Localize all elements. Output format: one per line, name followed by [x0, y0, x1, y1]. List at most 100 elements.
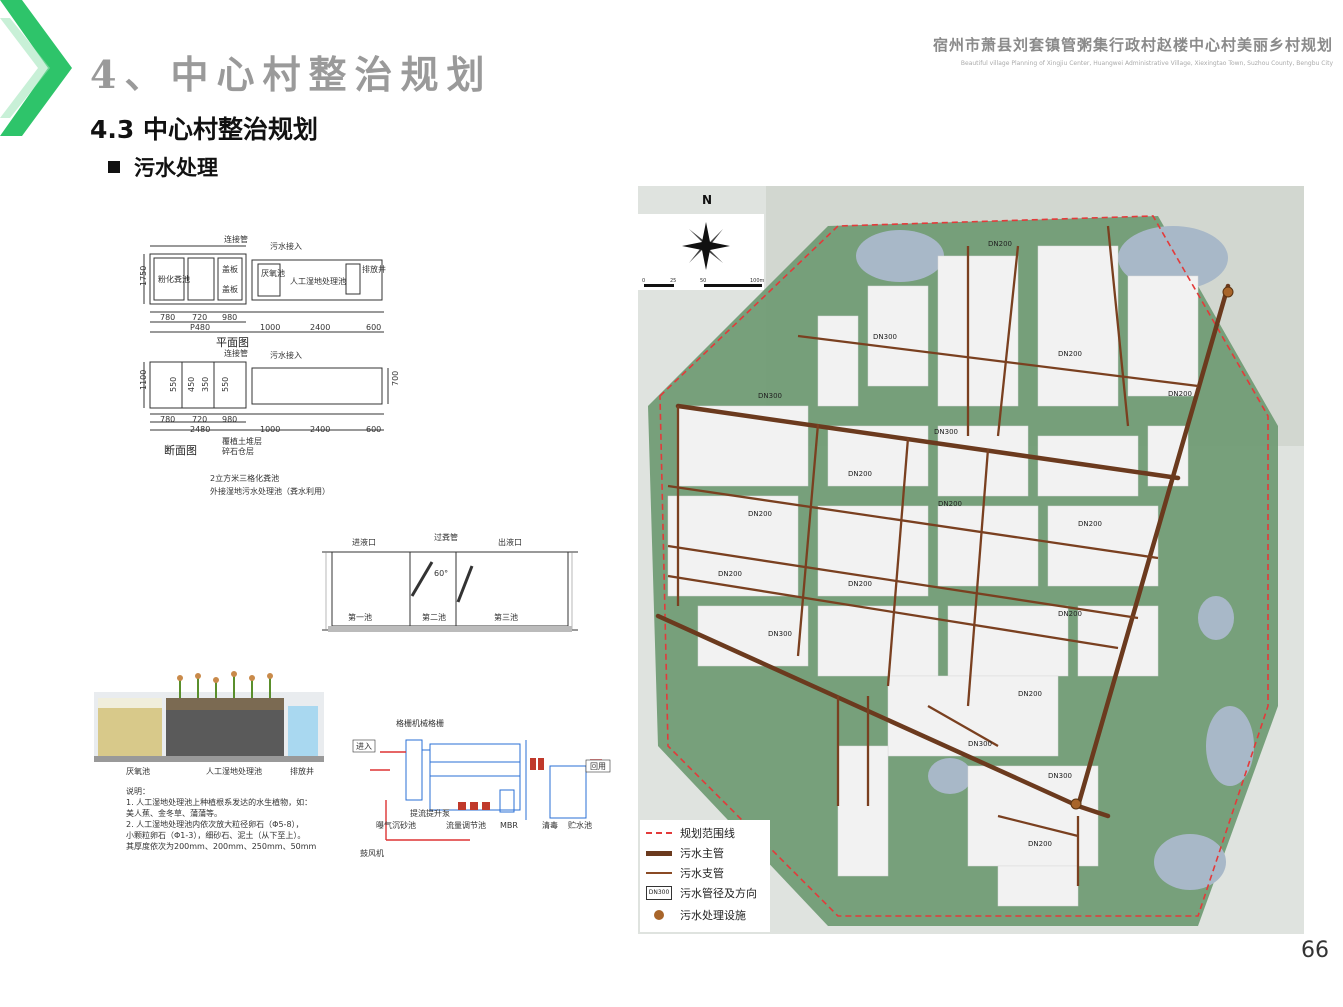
pipe-label: DN200: [748, 510, 772, 518]
section-dim-3: 980: [222, 415, 237, 424]
legend-label: 污水处理设施: [680, 909, 746, 922]
section-title: 4.3 中心村整治规划: [90, 115, 318, 144]
section-dim-1: 780: [160, 415, 175, 424]
sewage-branch-pipes: [667, 225, 1199, 886]
map-buildings: [667, 245, 1199, 907]
plan-label-wetland: 人工湿地处理池: [290, 276, 346, 286]
tank-label-angle: 60°: [434, 569, 448, 578]
chevron-logo-icon: [0, 0, 72, 136]
thin-brown-line-icon: [646, 872, 672, 874]
scale-label: 50: [700, 278, 706, 284]
section-inner-dim-3: 350: [201, 377, 210, 392]
wetland-label-pond: 人工湿地处理池: [206, 766, 262, 776]
scale-label: 100m: [750, 278, 765, 284]
section-inner-dim-4: 550: [221, 377, 230, 392]
tank-chamber-1: 第一池: [348, 612, 372, 622]
plan-dim-5: 2400: [310, 323, 330, 332]
map-scale-bar: 0 25 50 100m: [642, 278, 765, 287]
pipe-label: DN200: [1018, 690, 1042, 698]
flow-label-equal: 流量调节池: [446, 820, 486, 830]
facility-dot-icon: [654, 910, 664, 920]
note-soil: 覆植土堆层: [222, 436, 262, 446]
pipe-label: DN200: [718, 570, 742, 578]
section-dim-left: 1100: [139, 370, 148, 390]
section-inner-dim-2: 450: [187, 377, 196, 392]
legend-label: 污水支管: [680, 867, 724, 880]
plan-dim-6: 600: [366, 323, 381, 332]
project-title: 宿州市萧县刘套镇管粥集行政村赵楼中心村美丽乡村规划: [932, 36, 1333, 54]
pipe-label: DN200: [938, 500, 962, 508]
sub-title-text: 污水处理: [134, 156, 218, 180]
flow-label-pump: 提流提升泵: [410, 808, 450, 818]
tank-chamber-2: 第二池: [422, 612, 446, 622]
process-flow-diagram: 进入 回用 格栅机械格栅 提流提升泵 曝气沉砂池 流量调节池 MBR 清毒 贮水…: [350, 710, 612, 858]
drawing-caption-2: 外接湿地污水处理池（粪水利用）: [210, 486, 330, 496]
pipe-label: DN200: [1028, 840, 1052, 848]
plan-label-connect: 连接管: [224, 234, 248, 244]
flow-label-grit: 曝气沉砂池: [376, 820, 416, 830]
sewage-main-pipes: [655, 283, 1231, 819]
section-label-connect: 连接管: [224, 348, 248, 358]
section-inner-dim-1: 550: [169, 377, 178, 392]
flow-label-blower: 鼓风机: [360, 848, 384, 858]
page-number: 66: [1301, 938, 1329, 963]
wetland-note-line: 小颗粒卵石（Φ1-3），细砂石、泥土（从下至上）。: [126, 831, 306, 840]
map-water: [856, 226, 1254, 890]
plan-dim-left: 1750: [139, 266, 148, 286]
note-stone: 碎石仓层: [222, 446, 254, 456]
plan-boundary: [659, 215, 1269, 917]
plan-dim-2: 720: [192, 313, 207, 322]
plan-label-cover2: 盖板: [222, 284, 238, 294]
plan-caption: 平面图: [216, 336, 249, 349]
plan-dim-1: 780: [160, 313, 175, 322]
flow-label-in: 进入: [356, 742, 372, 751]
plan-label-tank: 粉化粪池: [158, 274, 190, 284]
pipe-label: DN300: [768, 630, 792, 638]
project-title-english: Beautiful village Planning of Xingjiu Ce…: [960, 60, 1333, 67]
plan-label-anaerobic: 厌氧池: [261, 268, 285, 278]
plan-label-inflow: 污水接入: [270, 241, 302, 251]
flow-label-mbr: MBR: [500, 821, 518, 830]
pipe-label: DN200: [1168, 390, 1192, 398]
section-dim-4: 1000: [260, 425, 280, 434]
section-dim-right: 700: [391, 371, 400, 386]
section-dim-6: 600: [366, 425, 381, 434]
thick-brown-line-icon: [646, 850, 672, 856]
section-dim-2: 720: [192, 415, 207, 424]
flow-label-clean: 清毒: [542, 820, 558, 830]
facility-dot: [1222, 286, 1234, 298]
wetland-note-line: 1. 人工湿地处理池上种植根系发达的水生植物，如：: [126, 798, 313, 807]
tank-label-inlet: 进液口: [352, 537, 376, 547]
wetland-note-line: 2. 人工湿地处理池内依次放大粒径卵石（Φ5-8），: [126, 820, 304, 829]
legend-item-facility: 污水处理设施: [646, 906, 746, 924]
legend-label: 污水管径及方向: [680, 887, 757, 900]
pipe-label: DN200: [988, 240, 1012, 248]
chapter-title: 4、中心村整治规划: [90, 52, 493, 97]
septic-tank-drawing: 连接管 污水接入 粉化粪池 盖板 盖板 厌氧池 人工湿地处理池 排放井 1750…: [139, 234, 400, 496]
north-arrow-icon: [682, 222, 730, 270]
pipe-label: DN200: [848, 580, 872, 588]
compass-box: [638, 214, 764, 290]
tank-section-drawing: 进液口 过粪管 出液口 60° 第一池 第二池 第三池: [322, 532, 578, 632]
pipe-label: DN200: [848, 470, 872, 478]
section-caption: 断面图: [164, 443, 197, 457]
sewage-plan-map: N 0 25 50 100m DN300 DN300 DN300 DN200 D…: [638, 186, 1304, 934]
sub-title: 污水处理: [108, 152, 218, 182]
section-dim-5: 2400: [310, 425, 330, 434]
bullet-square-icon: [108, 161, 120, 173]
scale-label: 25: [670, 278, 676, 284]
pipe-label: DN300: [934, 428, 958, 436]
wetland-label-outflow: 排放井: [290, 766, 314, 776]
pipe-label: DN200: [1058, 610, 1082, 618]
wetland-note-line: 美人蕉、金冬草、蒲蒲等。: [126, 809, 222, 818]
legend-item-boundary: 规划范围线: [646, 824, 735, 842]
wetland-label-anaerobic: 厌氧池: [126, 766, 150, 776]
pipe-label: DN200: [1058, 350, 1082, 358]
wetland-illustration: 厌氧池 人工湿地处理池 排放井: [94, 671, 324, 776]
dashed-red-line-icon: [646, 832, 672, 834]
pipe-label: DN300: [758, 392, 782, 400]
facility-dot: [1070, 798, 1082, 810]
section-dim-total: 2480: [190, 425, 210, 434]
wetland-note-line: 其厚度依次为200mm、200mm、250mm、50mm: [126, 842, 317, 851]
plan-label-outflow: 排放井: [362, 264, 386, 274]
